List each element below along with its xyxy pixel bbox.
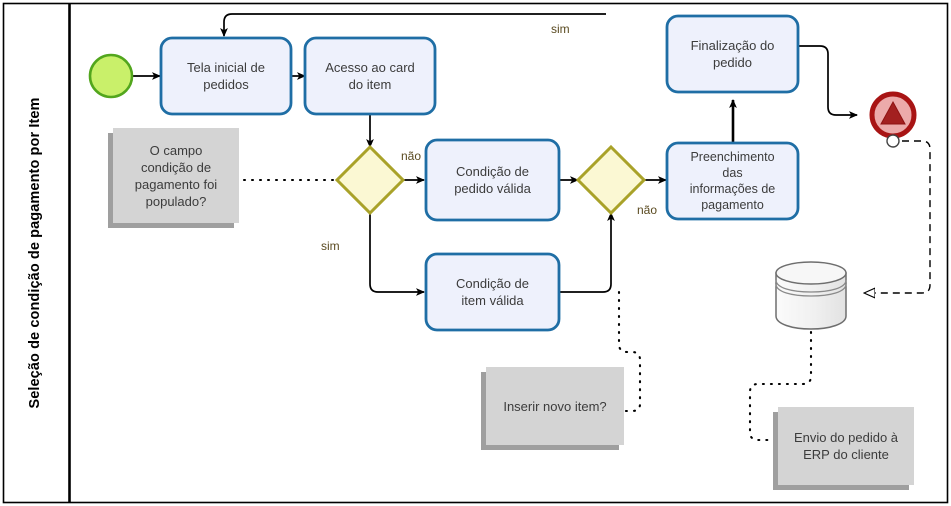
flow-finalizacao-to-end xyxy=(795,45,858,119)
annotation-shapes[interactable] xyxy=(108,128,914,490)
start-event[interactable] xyxy=(88,53,134,99)
task-acesso-ao-card-do-item xyxy=(303,36,437,116)
task-tela-inicial-de-pedidos xyxy=(159,36,293,116)
end-event[interactable] xyxy=(869,91,917,148)
gateway-shapes[interactable] xyxy=(334,144,647,216)
annotation-campo-populado-box xyxy=(113,128,239,223)
associations xyxy=(234,178,813,442)
assoc-datastore-to-annot-erp xyxy=(748,322,813,442)
sequence-flows xyxy=(131,13,858,296)
gateway-inserir-novo-item xyxy=(575,144,647,216)
gateway-campo-populado xyxy=(334,144,406,216)
assoc-gw2-to-annot-item xyxy=(617,290,642,413)
annotation-envio-erp-box xyxy=(778,407,914,485)
flow-cond-item-to-gw2 xyxy=(559,212,615,293)
flow-loop-back-to-tela xyxy=(220,13,606,37)
task-finalizacao-do-pedido xyxy=(665,14,800,94)
data-store-icon[interactable] xyxy=(775,261,847,330)
task-preenchimento-das-informacoes-de-pagamento xyxy=(665,141,800,221)
data-association-end-to-datastore xyxy=(864,140,931,293)
flow-gw1-to-cond-item xyxy=(369,213,425,296)
task-condicao-de-pedido-valida xyxy=(424,138,561,222)
annotation-inserir-novo-item-box xyxy=(486,367,624,445)
task-shapes[interactable] xyxy=(159,14,800,332)
task-condicao-de-item-valida xyxy=(424,252,561,332)
